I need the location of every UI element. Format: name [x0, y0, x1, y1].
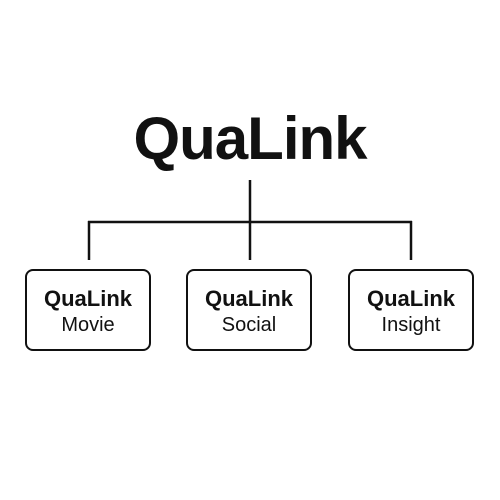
child-node-brand: QuaLink	[43, 286, 132, 311]
child-node-insight: QuaLink Insight	[348, 269, 474, 351]
child-node-product: Social	[221, 314, 277, 336]
child-node-brand: QuaLink	[366, 286, 455, 311]
child-node-product: Movie	[61, 314, 115, 336]
child-node-product: Insight	[381, 314, 441, 336]
child-node-social: QuaLink Social	[186, 269, 312, 351]
root-node-title: QuaLink	[133, 105, 367, 172]
child-node-brand: QuaLink	[204, 286, 293, 311]
child-node-movie: QuaLink Movie	[25, 269, 151, 351]
